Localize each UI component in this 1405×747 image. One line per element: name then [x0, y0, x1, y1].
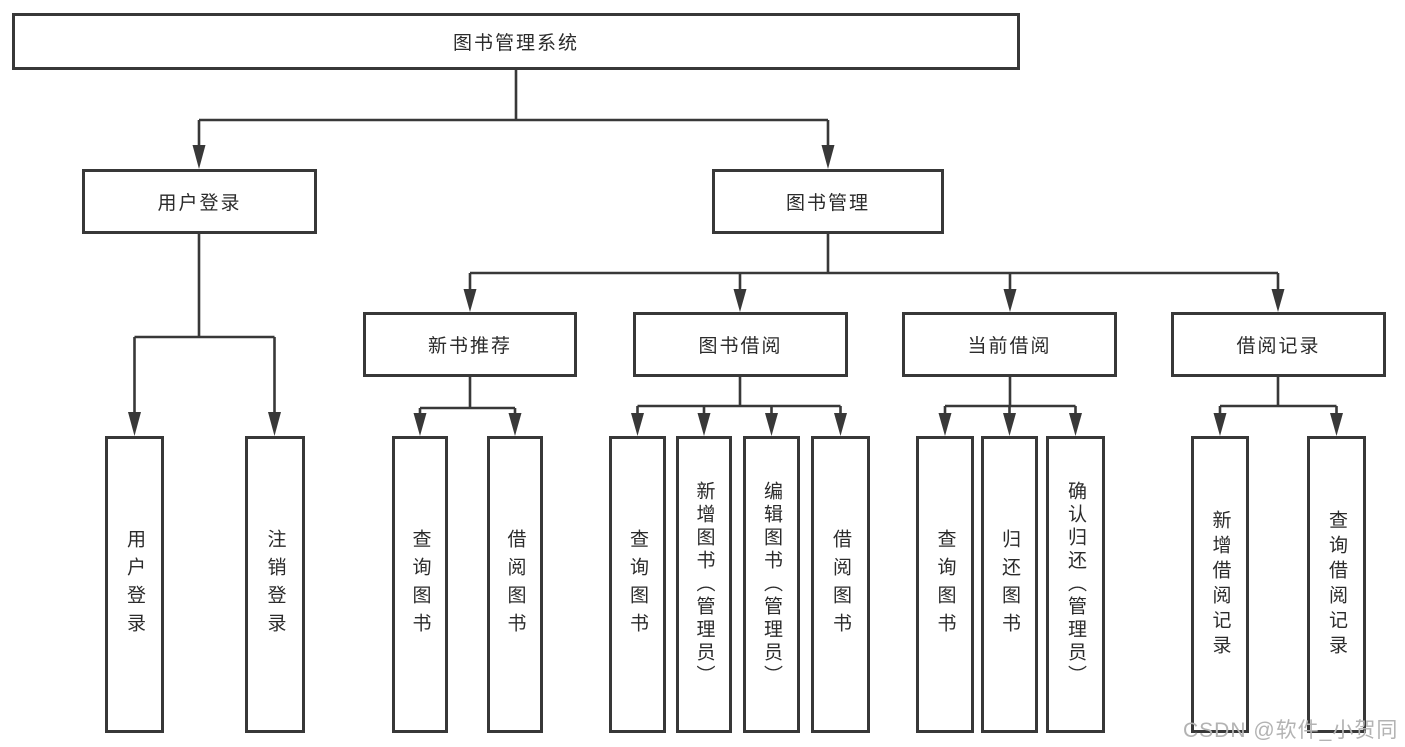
leaf-borrow-query-books: 查询图书	[609, 436, 666, 733]
leaf-confirm-return-admin: 确认归还（管理员）	[1046, 436, 1105, 733]
leaf-add-borrow-record: 新增借阅记录	[1191, 436, 1249, 733]
leaf-recommend-borrow-books: 借阅图书	[487, 436, 543, 733]
leaf-user-login-label: 用户登录	[124, 528, 145, 641]
watermark: CSDN @软件_小贺同学	[1183, 719, 1399, 742]
node-book-management: 图书管理	[712, 169, 944, 234]
leaf-confirm-return-admin-label: 确认归还（管理员）	[1065, 481, 1086, 688]
node-borrow-records: 借阅记录	[1171, 312, 1386, 377]
leaf-query-borrow-record: 查询借阅记录	[1307, 436, 1366, 733]
node-user-login: 用户登录	[82, 169, 317, 234]
leaf-user-login: 用户登录	[105, 436, 164, 733]
leaf-recommend-query-books: 查询图书	[392, 436, 448, 733]
leaf-logout: 注销登录	[245, 436, 305, 733]
node-new-book-recommend: 新书推荐	[363, 312, 577, 377]
node-user-login-label: 用户登录	[157, 193, 242, 214]
leaf-query-borrow-record-label: 查询借阅记录	[1326, 509, 1347, 660]
node-current-borrow-label: 当前借阅	[967, 336, 1052, 357]
leaf-add-borrow-record-label: 新增借阅记录	[1209, 509, 1231, 660]
node-book-borrow-label: 图书借阅	[698, 336, 783, 357]
leaf-current-query-books-label: 查询图书	[934, 528, 956, 641]
leaf-return-books-label: 归还图书	[999, 528, 1020, 641]
node-current-borrow: 当前借阅	[902, 312, 1117, 377]
leaf-add-books-admin-label: 新增图书（管理员）	[693, 481, 715, 688]
node-book-borrow: 图书借阅	[633, 312, 848, 377]
leaf-edit-books-admin: 编辑图书（管理员）	[743, 436, 800, 733]
node-new-book-recommend-label: 新书推荐	[427, 336, 512, 357]
leaf-return-books: 归还图书	[981, 436, 1038, 733]
leaf-logout-label: 注销登录	[264, 528, 286, 641]
leaf-current-query-books: 查询图书	[916, 436, 974, 733]
leaf-borrow-books: 借阅图书	[811, 436, 870, 733]
leaf-add-books-admin: 新增图书（管理员）	[676, 436, 732, 733]
node-borrow-records-label: 借阅记录	[1236, 336, 1321, 357]
leaf-borrow-query-books-label: 查询图书	[627, 528, 648, 641]
node-book-management-label: 图书管理	[785, 193, 870, 214]
leaf-borrow-books-label: 借阅图书	[830, 528, 851, 641]
leaf-recommend-borrow-books-label: 借阅图书	[504, 528, 526, 641]
node-root: 图书管理系统	[12, 13, 1020, 70]
leaf-edit-books-admin-label: 编辑图书（管理员）	[761, 481, 782, 688]
leaf-recommend-query-books-label: 查询图书	[409, 528, 431, 641]
node-root-label: 图书管理系统	[452, 33, 579, 54]
